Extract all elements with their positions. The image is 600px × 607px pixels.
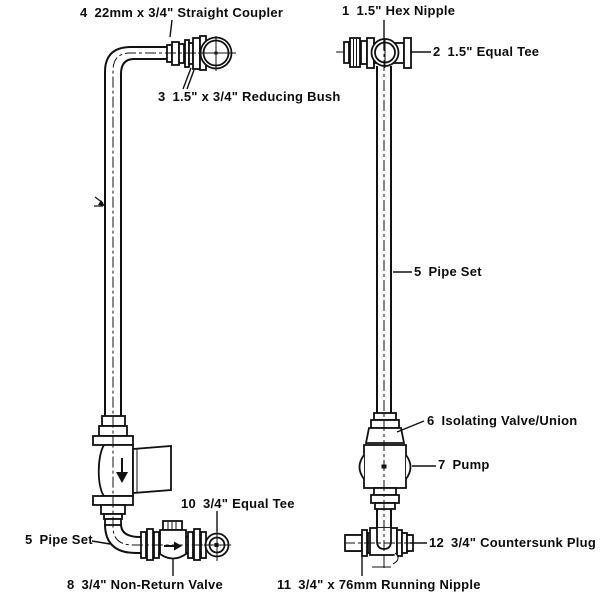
equal-tee-fitting (366, 37, 412, 69)
label-text: Isolating Valve/Union (441, 413, 578, 428)
leader-lines (91, 19, 436, 576)
right-pump (358, 444, 412, 510)
right-assembly (336, 37, 414, 568)
label-text: 3/4" Non-Return Valve (81, 577, 223, 592)
label-number: 4 (80, 5, 88, 20)
label-number: 7 (438, 457, 446, 472)
label-reducing-bush: 3 1.5" x 3/4" Reducing Bush (158, 90, 341, 104)
label-number: 2 (433, 44, 441, 59)
leader-straight-coupler (169, 19, 173, 38)
pump-flow-arrow-icon (116, 458, 128, 483)
label-pipe-set-left: 5 Pipe Set (25, 533, 93, 547)
label-equal-tee-15: 2 1.5" Equal Tee (433, 45, 539, 59)
label-text: Pipe Set (39, 532, 93, 547)
label-text: 1.5" x 3/4" Reducing Bush (172, 89, 341, 104)
label-straight-coupler: 4 22mm x 3/4" Straight Coupler (80, 6, 283, 20)
flow-mark-icon (94, 196, 105, 207)
label-number: 8 (67, 577, 75, 592)
leader-isolating-valve (396, 420, 425, 433)
left-pump (92, 415, 172, 526)
label-number: 3 (158, 89, 166, 104)
leader-reducing-bush-a (182, 67, 192, 90)
bottom-tee (344, 527, 414, 568)
label-pump: 7 Pump (438, 458, 490, 472)
pump-motor-box (132, 445, 172, 494)
label-hex-nipple: 1 1.5" Hex Nipple (342, 4, 455, 18)
label-text: 1.5" Hex Nipple (356, 3, 456, 18)
label-text: Pump (452, 457, 490, 472)
label-running-nipple: 11 3/4" x 76mm Running Nipple (277, 578, 481, 592)
label-countersunk-plug: 12 3/4" Countersunk Plug (429, 536, 596, 550)
isolating-valve-union (364, 412, 406, 444)
label-number: 12 (429, 535, 444, 550)
label-text: 1.5" Equal Tee (447, 44, 540, 59)
label-number: 10 (181, 496, 196, 511)
label-isolating-valve: 6 Isolating Valve/Union (427, 414, 577, 428)
label-number: 11 (277, 577, 292, 592)
crosshairs (198, 36, 386, 561)
leader-reducing-bush-b (186, 69, 195, 90)
label-text: 22mm x 3/4" Straight Coupler (94, 5, 284, 20)
label-text: 3/4" Countersunk Plug (450, 535, 597, 550)
label-number: 1 (342, 3, 350, 18)
label-text: 3/4" x 76mm Running Nipple (298, 577, 481, 592)
left-assembly (92, 35, 233, 561)
non-return-valve (140, 520, 207, 561)
label-number: 6 (427, 413, 435, 428)
label-number: 5 (414, 264, 422, 279)
label-text: Pipe Set (428, 264, 482, 279)
hex-nipple-fitting (336, 37, 368, 68)
valve-flow-arrow-icon (164, 541, 182, 551)
label-number: 5 (25, 532, 33, 547)
leader-pipe-set-left (91, 540, 111, 545)
label-pipe-set-right: 5 Pipe Set (414, 265, 482, 279)
centerlines (112, 40, 412, 566)
label-text: 3/4" Equal Tee (202, 496, 295, 511)
label-equal-tee-34: 10 3/4" Equal Tee (181, 497, 295, 511)
label-non-return-valve: 8 3/4" Non-Return Valve (67, 578, 223, 592)
